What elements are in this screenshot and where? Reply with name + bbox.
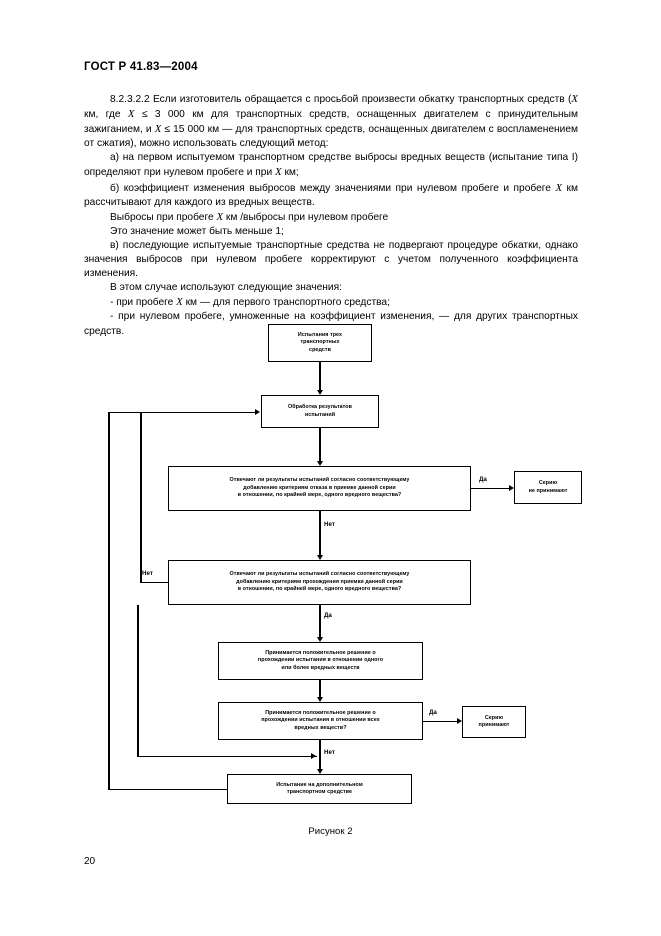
edge-outer-loop-to-process bbox=[108, 411, 142, 414]
standard-header: ГОСТ Р 41.83—2004 bbox=[84, 61, 198, 73]
flow-node-decision2-line-3: в отношении, по крайней мере, одного вре… bbox=[237, 586, 402, 593]
paragraph-dash-2: - при нулевом пробеге, умноженные на коэ… bbox=[84, 311, 578, 337]
flow-node-decision1-line-3: в отношении, по крайней мере, одного вре… bbox=[237, 492, 402, 499]
para1-part-b: км, где bbox=[84, 109, 128, 121]
arrowhead-join-to-additional-test bbox=[311, 753, 316, 759]
flow-node-process-results: Обработка результатов испытаний bbox=[261, 395, 379, 428]
flow-node-series-rejected: Серию не принимают bbox=[514, 471, 582, 504]
flow-node-series-accepted-line-1: Серию bbox=[484, 714, 504, 721]
figure-caption: Рисунок 2 bbox=[308, 826, 353, 837]
para1-part-d: ≤ 15 000 км — для транспортных средств, … bbox=[84, 124, 578, 150]
paragraph-value-less-than-one: Это значение может быть меньше 1; bbox=[110, 225, 284, 237]
edge-decision1-no bbox=[319, 511, 321, 556]
flow-node-start: Испытания трех транспортных средств bbox=[268, 324, 372, 362]
flow-node-decision2-line-1: Отвечают ли результаты испытаний согласн… bbox=[229, 571, 410, 578]
edge-label-no-additional: Нет bbox=[324, 749, 335, 756]
para4-part-a: Выбросы при пробеге bbox=[110, 211, 217, 223]
flow-node-series-accepted: Серию принимают bbox=[462, 706, 526, 738]
edge-start-to-process bbox=[319, 362, 321, 391]
para1-part-c: ≤ 3 000 км для транспортных средств, осн… bbox=[84, 109, 578, 136]
flow-node-positive-all-line-1: Принимается положительное решение о bbox=[265, 709, 376, 716]
edge-loop-back-to-process bbox=[140, 411, 255, 414]
edge-additional-test-to-loop bbox=[108, 788, 228, 791]
page-number: 20 bbox=[84, 856, 96, 867]
arrowhead-decision1-no bbox=[317, 555, 323, 560]
edge-decision2-no-horizontal bbox=[140, 581, 169, 584]
flow-node-decision-reject-criteria: Отвечают ли результаты испытаний согласн… bbox=[168, 466, 471, 511]
edge-label-no-left-loop: Нет bbox=[142, 570, 153, 577]
flow-node-additional-test: Испытание на дополнительном транспортном… bbox=[227, 774, 412, 804]
paragraph-item-v: в) последующие испытуемые транспортные с… bbox=[84, 239, 578, 280]
para2-part-b: км; bbox=[281, 167, 299, 179]
edge-join-to-additional-test bbox=[137, 755, 317, 758]
para1-part-a: 8.2.3.2.2 Если изготовитель обращается с… bbox=[110, 94, 572, 105]
body-text-block: 8.2.3.2.2 Если изготовитель обращается с… bbox=[84, 92, 578, 339]
flow-node-positive-one-or-more: Принимается положительное решение о прох… bbox=[218, 642, 423, 680]
edge-decision2-yes bbox=[319, 605, 321, 638]
var-x-5: X bbox=[555, 181, 563, 194]
edge-decision2-no-vertical bbox=[140, 412, 142, 583]
para3-part-b: км рассчитывают для каждого из вредных в… bbox=[84, 182, 578, 208]
var-x-6: X bbox=[216, 210, 224, 223]
var-x-7: X bbox=[176, 296, 183, 309]
edge-label-yes-reject: Да bbox=[479, 476, 487, 483]
flow-node-process-line-2: испытаний bbox=[304, 411, 336, 418]
para8-part-b: км — для первого транспортного средства; bbox=[182, 297, 390, 309]
flow-node-positive1-line-1: Принимается положительное решение о bbox=[265, 649, 376, 656]
arrowhead-decision2-yes bbox=[317, 637, 323, 642]
var-x-3: X bbox=[154, 123, 162, 136]
flow-node-decision2-line-2: добавлению критериям прохождения приемки… bbox=[236, 578, 403, 585]
flow-node-additional-test-line-2: транспортном средстве bbox=[286, 789, 353, 795]
paragraph-8-2-3-2-2: 8.2.3.2.2 Если изготовитель обращается с… bbox=[84, 92, 578, 151]
arrowhead-positive-all-yes bbox=[457, 718, 462, 724]
flow-node-positive-all-line-3: вредных веществ? bbox=[294, 724, 347, 731]
para2-part-a: а) на первом испытуемом транспортном сре… bbox=[84, 152, 578, 179]
edge-positive-all-yes bbox=[423, 720, 460, 723]
var-x-4: X bbox=[275, 166, 282, 179]
arrowhead-positive1-to-positive-all bbox=[317, 697, 323, 702]
edge-label-yes-accepted: Да bbox=[429, 709, 437, 716]
flow-node-series-rejected-line-2: не принимают bbox=[528, 487, 568, 494]
edge-process-to-decision1 bbox=[319, 428, 321, 462]
para8-part-a: - при пробеге bbox=[110, 297, 177, 309]
flow-node-positive1-line-2: прохождении испытания в отношении одного bbox=[257, 657, 384, 664]
paragraph-item-b: б) коэффициент изменения выбросов между … bbox=[84, 181, 578, 210]
edge-label-no-to-pass: Нет bbox=[324, 521, 335, 528]
edge-positive1-to-positive-all bbox=[319, 680, 321, 698]
edge-decision1-yes bbox=[471, 487, 512, 490]
flowchart-figure-2: Испытания трех транспортных средств Обра… bbox=[0, 318, 661, 818]
arrowhead-positive-all-no bbox=[317, 769, 323, 774]
arrowhead-start-to-process bbox=[317, 390, 323, 395]
var-x-1: X bbox=[571, 93, 578, 105]
paragraph-item-a: а) на первом испытуемом транспортном сре… bbox=[84, 151, 578, 180]
flow-node-decision1-line-1: Отвечают ли результаты испытаний согласн… bbox=[229, 477, 410, 484]
flow-node-start-line-3: средств bbox=[309, 346, 331, 353]
edge-join-vertical-left bbox=[137, 605, 139, 757]
edge-label-yes-to-positive: Да bbox=[324, 612, 332, 619]
arrowhead-process-to-decision1 bbox=[317, 461, 323, 466]
arrowhead-loop-back-to-process bbox=[255, 409, 260, 415]
flow-node-decision1-line-2: добавлению критериям отказа в приемке да… bbox=[243, 484, 396, 491]
para4-part-b: км /выбросы при нулевом пробеге bbox=[223, 211, 389, 223]
flow-node-positive1-line-3: или более вредных веществ bbox=[281, 664, 360, 671]
flow-node-start-line-2: транспортных bbox=[300, 339, 340, 346]
flow-node-start-line-1: Испытания трех bbox=[297, 331, 343, 338]
arrowhead-decision1-yes bbox=[509, 485, 514, 491]
edge-positive-all-no bbox=[319, 740, 321, 770]
edge-outer-loop-vertical bbox=[108, 412, 110, 790]
paragraph-emission-ratio: Выбросы при пробеге X км /выбросы при ну… bbox=[84, 210, 578, 225]
para3-part-a: б) коэффициент изменения выбросов между … bbox=[110, 182, 556, 194]
flow-node-process-line-1: Обработка результатов bbox=[287, 404, 353, 411]
flow-node-additional-test-line-1: Испытание на дополнительном bbox=[276, 781, 363, 788]
flow-node-decision-pass-criteria: Отвечают ли результаты испытаний согласн… bbox=[168, 560, 471, 605]
flow-node-positive-all-question: Принимается положительное решение о прох… bbox=[218, 702, 423, 740]
flow-node-positive-all-line-2: прохождении испытания в отношении всех bbox=[261, 717, 380, 724]
paragraph-in-this-case: В этом случае используют следующие значе… bbox=[110, 282, 342, 294]
var-x-2: X bbox=[127, 108, 135, 121]
paragraph-dash-1: - при пробеге X км — для первого транспо… bbox=[84, 295, 578, 310]
flow-node-series-rejected-line-1: Серию bbox=[538, 480, 558, 487]
flow-node-series-accepted-line-2: принимают bbox=[478, 722, 510, 728]
